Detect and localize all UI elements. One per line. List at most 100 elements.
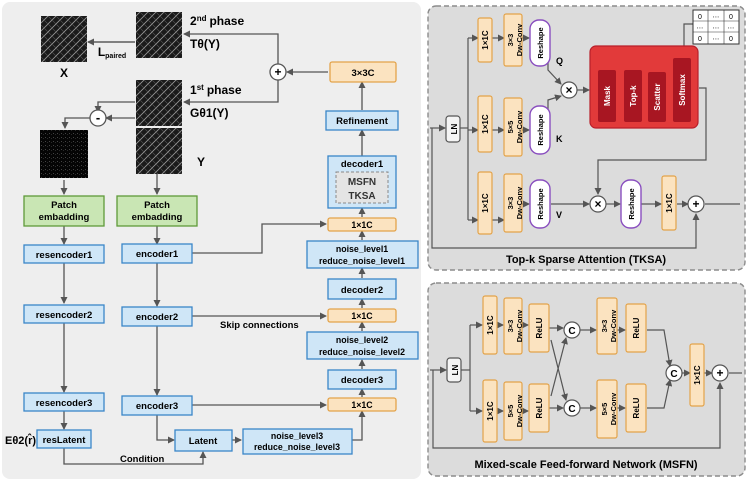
svg-text:Reshape: Reshape	[536, 27, 545, 58]
msfn-conv1x1-bottom: 1×1C	[482, 379, 498, 443]
e-theta-label: Eθ2(r̂)	[5, 434, 36, 447]
msfn-dwconv2-top: 3×3 Dw-Conv	[596, 297, 618, 355]
msfn-concat-top: C	[563, 321, 581, 339]
svg-text:Top-k: Top-k	[629, 85, 638, 107]
svg-text:Dw-Conv: Dw-Conv	[609, 309, 618, 342]
msfn-relu2-bottom: ReLU	[625, 383, 647, 433]
resencoder3-box: resencoder3	[23, 392, 105, 412]
resencoder1-box: resencoder1	[23, 244, 105, 264]
tksa-scatter: Scatter	[648, 72, 666, 122]
svg-text:reduce_noise_level3: reduce_noise_level3	[254, 442, 340, 452]
svg-text:Dw-Conv: Dw-Conv	[609, 392, 618, 425]
svg-text:1×1C: 1×1C	[693, 365, 702, 385]
msfn-ln: LN	[446, 357, 462, 383]
encoder3-box: encoder3	[121, 395, 193, 416]
tksa-reshape-v: Reshape	[529, 179, 551, 229]
svg-text:Reshape: Reshape	[536, 114, 545, 145]
svg-text:3×3: 3×3	[506, 320, 515, 333]
tksa-red-block	[589, 45, 699, 129]
msfn-title: Mixed-scale Feed-forward Network (MSFN)	[474, 459, 697, 471]
image-residual	[40, 130, 88, 178]
image-g	[136, 80, 182, 126]
tksa-zero-grid: 0 ⋯ 0 ⋯ ⋯ ⋯ 0 ⋯ 0	[692, 9, 740, 45]
svg-text:LN: LN	[451, 364, 460, 375]
msfn-dwconv-bottom: 5×5 Dw-Conv	[503, 381, 524, 441]
decoder2-box: decoder2	[327, 278, 397, 300]
svg-text:0: 0	[729, 36, 733, 43]
v-label: V	[556, 210, 562, 220]
x-label: X	[60, 66, 68, 80]
tksa-times-v: ×	[589, 195, 607, 213]
svg-text:encoder1: encoder1	[136, 249, 179, 260]
svg-text:1×1C: 1×1C	[481, 30, 490, 50]
tksa-label: TKSA	[348, 191, 375, 202]
msfn-concat-final: C	[665, 364, 683, 382]
svg-text:5×5: 5×5	[506, 405, 515, 418]
tksa-times-qk: ×	[560, 81, 578, 99]
svg-text:Reshape: Reshape	[627, 188, 636, 219]
tksa-ln: LN	[445, 115, 461, 143]
tksa-panel	[427, 5, 746, 271]
svg-text:Dw-Conv: Dw-Conv	[515, 394, 524, 427]
svg-text:resencoder2: resencoder2	[36, 310, 93, 321]
tksa-reshape-k: Reshape	[529, 105, 551, 155]
svg-text:⋯: ⋯	[697, 25, 704, 32]
msfn-relu-bottom: ReLU	[528, 383, 550, 433]
svg-text:Softmax: Softmax	[678, 74, 687, 106]
first-phase-sup: st	[197, 83, 204, 92]
svg-text:0: 0	[698, 14, 702, 21]
msfn-plus-out: +	[711, 364, 729, 382]
svg-text:+: +	[692, 197, 699, 211]
svg-text:Dw-Conv: Dw-Conv	[515, 110, 524, 143]
svg-text:Reshape: Reshape	[536, 188, 545, 219]
lpaired-sub: paired	[105, 53, 126, 60]
plus-node-main: +	[269, 63, 287, 81]
svg-text:3×3: 3×3	[600, 320, 609, 333]
svg-text:+: +	[274, 65, 281, 79]
y-label: Y	[197, 155, 205, 169]
svg-text:decoder3: decoder3	[341, 375, 383, 386]
svg-text:5×5: 5×5	[506, 121, 515, 134]
msfn-label: MSFN	[348, 177, 376, 188]
svg-text:1×1C: 1×1C	[351, 220, 373, 230]
first-phase-num: 1	[190, 83, 197, 97]
svg-text:C: C	[670, 369, 677, 380]
msfn-dwconv-top: 3×3 Dw-Conv	[503, 297, 524, 355]
skip-connections-label: Skip connections	[220, 320, 299, 331]
svg-text:0: 0	[729, 14, 733, 21]
svg-text:Scatter: Scatter	[653, 83, 662, 110]
svg-text:1×1C: 1×1C	[351, 400, 373, 410]
conv3x3c-main: 3×3C	[329, 61, 397, 83]
svg-text:Dw-Conv: Dw-Conv	[515, 23, 524, 56]
svg-text:embadding: embadding	[132, 212, 183, 223]
refinement-box: Refinement	[325, 110, 399, 131]
svg-text:ReLU: ReLU	[535, 317, 544, 338]
svg-text:noise_level1: noise_level1	[336, 244, 388, 254]
svg-text:1×1C: 1×1C	[486, 315, 495, 335]
svg-text:+: +	[716, 366, 723, 380]
svg-text:decoder2: decoder2	[341, 285, 383, 296]
tksa-topk: Top-k	[624, 70, 642, 122]
tksa-reshape-q: Reshape	[529, 19, 551, 67]
svg-text:3×3: 3×3	[506, 34, 515, 47]
tksa-title: Top-k Sparse Attention (TKSA)	[506, 254, 666, 266]
msfn-conv1x1-top: 1×1C	[482, 295, 498, 355]
svg-text:3×3C: 3×3C	[352, 68, 375, 79]
svg-text:0: 0	[698, 36, 702, 43]
condition-label: Condition	[120, 454, 165, 465]
patch-embedding-left: Patch embadding	[23, 195, 105, 227]
noise-level1-box: noise_level1 reduce_noise_level1	[306, 240, 419, 269]
noise-level3-box: noise_level3 reduce_noise_level3	[242, 428, 353, 455]
noise-level2-box: noise_level2 reduce_noise_level2	[306, 331, 419, 360]
tksa-conv1x1-q: 1×1C	[477, 17, 493, 63]
svg-text:1×1C: 1×1C	[481, 193, 490, 213]
tksa-dwconv-k: 5×5 Dw-Conv	[503, 97, 524, 157]
svg-text:Lpaired: Lpaired	[98, 45, 126, 60]
msfn-relu-top: ReLU	[528, 303, 550, 353]
svg-text:Refinement: Refinement	[336, 116, 389, 127]
msfn-relu2-top: ReLU	[625, 303, 647, 353]
image-y	[136, 128, 182, 174]
svg-text:⋯: ⋯	[713, 14, 720, 21]
svg-text:1×1C: 1×1C	[481, 114, 490, 134]
